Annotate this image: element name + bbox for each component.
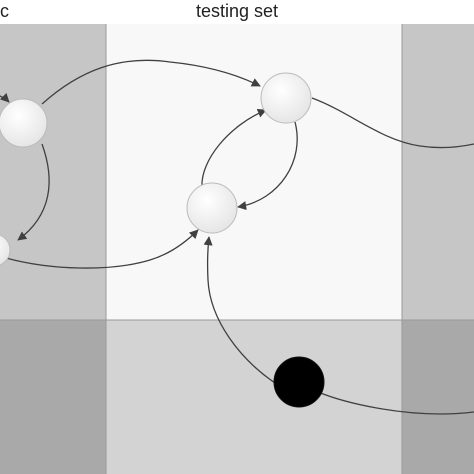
left-top-panel xyxy=(0,24,106,320)
edge-center-top-to-center-mid xyxy=(237,121,298,211)
right-bottom-panel xyxy=(402,320,474,474)
edge-center-mid-to-center-top xyxy=(201,108,267,189)
edge-left-mid-to-center-mid xyxy=(5,229,199,269)
hidden-state-node-center-top xyxy=(260,72,312,124)
hidden-state-node-center-mid xyxy=(186,182,238,234)
edge-left-top-to-center-top xyxy=(41,59,261,105)
diagram-header: c testing set xyxy=(0,0,474,24)
edge-observed-to-right xyxy=(317,391,474,415)
center-bottom-panel xyxy=(106,320,402,474)
right-top-panel xyxy=(402,24,474,320)
edge-incoming-left-top xyxy=(0,92,10,103)
center-top-panel xyxy=(106,24,402,320)
hidden-state-node-left-top xyxy=(0,98,48,148)
left-bottom-panel xyxy=(0,320,106,474)
observed-node-black xyxy=(273,356,325,408)
edge-center-top-to-right xyxy=(311,97,474,149)
edge-observed-to-center-mid xyxy=(203,236,279,386)
edge-left-top-to-left-mid xyxy=(17,143,50,241)
hidden-state-node-left-mid xyxy=(0,234,11,266)
left-set-label-fragment: c xyxy=(0,1,9,21)
testing-set-label: testing set xyxy=(195,1,279,21)
